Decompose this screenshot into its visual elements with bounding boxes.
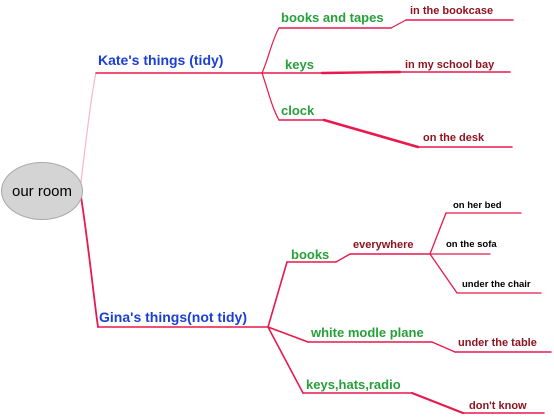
kate-place-desk: on the desk bbox=[423, 132, 485, 144]
gina-place-sofa: on the sofa bbox=[446, 239, 497, 250]
branch-kate-label: Kate's things (tidy) bbox=[98, 52, 224, 68]
gina-books-everywhere: everywhere bbox=[353, 239, 414, 251]
branch-gina-label: Gina's things(not tidy) bbox=[99, 309, 247, 325]
kate-place-school-bay: in my school bay bbox=[405, 59, 495, 71]
link-root-kate bbox=[79, 72, 97, 191]
kate-place-bookcase: in the bookcase bbox=[410, 5, 494, 17]
link-misc-dontknow bbox=[410, 391, 465, 415]
gina-item-books: books bbox=[291, 247, 330, 262]
gina-place-dont-know: don't know bbox=[469, 400, 527, 412]
link-gina-misc bbox=[267, 326, 304, 394]
gina-place-table: under the table bbox=[458, 337, 537, 349]
link-kate-clock bbox=[261, 72, 280, 121]
gina-place-bed: on her bed bbox=[453, 200, 502, 211]
kate-item-books-tapes: books and tapes bbox=[281, 10, 384, 25]
link-clock-desk bbox=[322, 118, 420, 149]
gina-place-chair: under the chair bbox=[462, 279, 531, 290]
link-books-bookcase bbox=[390, 19, 407, 29]
link-root-gina bbox=[79, 189, 99, 328]
gina-item-plane: white modle plane bbox=[311, 325, 424, 340]
link-gina-books bbox=[267, 261, 288, 328]
kate-item-keys: keys bbox=[285, 57, 314, 72]
link-kate-books bbox=[261, 27, 280, 74]
link-everywhere-chair bbox=[429, 253, 458, 294]
link-gina-plane bbox=[267, 326, 309, 343]
link-keys-schoolbay bbox=[320, 70, 402, 75]
link-everywhere-bed bbox=[429, 212, 447, 255]
kate-item-clock: clock bbox=[281, 103, 315, 118]
link-books-everywhere bbox=[335, 253, 351, 263]
root-node: our room bbox=[1, 162, 83, 220]
gina-item-misc: keys,hats,radio bbox=[306, 377, 401, 392]
link-plane-table bbox=[431, 341, 456, 353]
